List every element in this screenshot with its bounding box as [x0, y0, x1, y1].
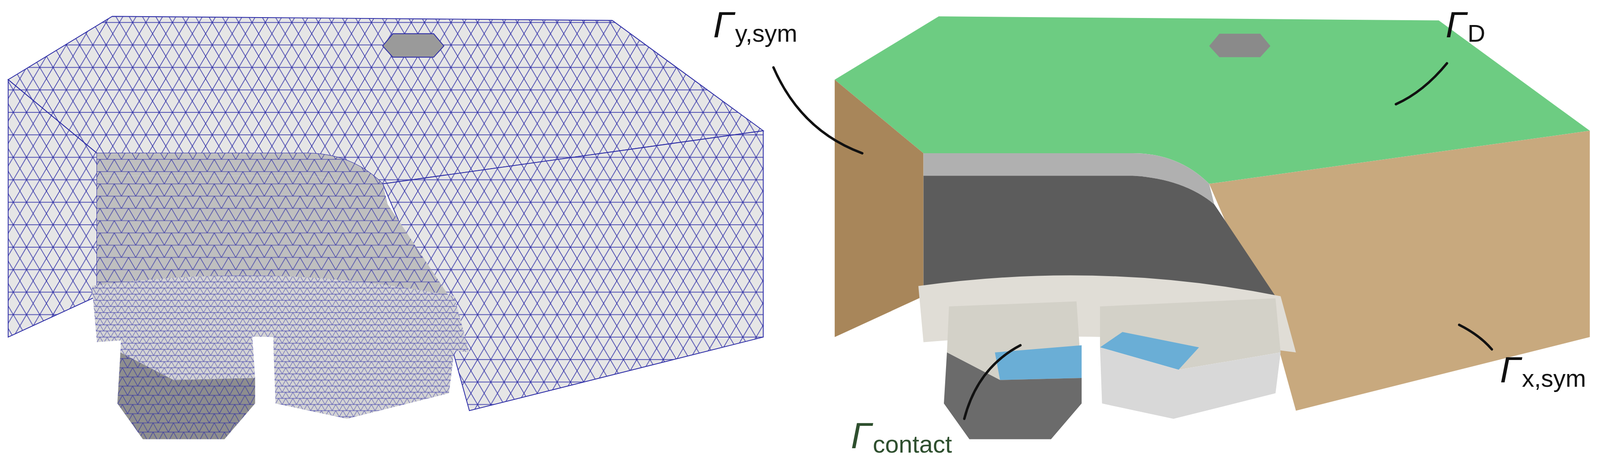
boundary-subscript: D	[1467, 21, 1486, 46]
boundary-symbol: Γ	[850, 416, 872, 454]
boundary-subscript: y,sym	[735, 21, 798, 46]
leader-lines	[773, 63, 1493, 419]
boundary-subscript: contact	[872, 431, 953, 457]
boundary-label: Γy,sym	[713, 6, 798, 43]
boundary-label: Γx,sym	[1500, 350, 1586, 388]
mesh-block	[8, 16, 764, 439]
boundary-label: ΓD	[1445, 6, 1486, 43]
boundary-label: Γcontact	[850, 416, 952, 454]
boundary-subscript: x,sym	[1521, 365, 1586, 391]
boundary-symbol: Γ	[1500, 350, 1522, 388]
boundary-block	[834, 16, 1590, 439]
boundary-symbol: Γ	[713, 6, 735, 43]
boundary-symbol: Γ	[1445, 6, 1467, 43]
